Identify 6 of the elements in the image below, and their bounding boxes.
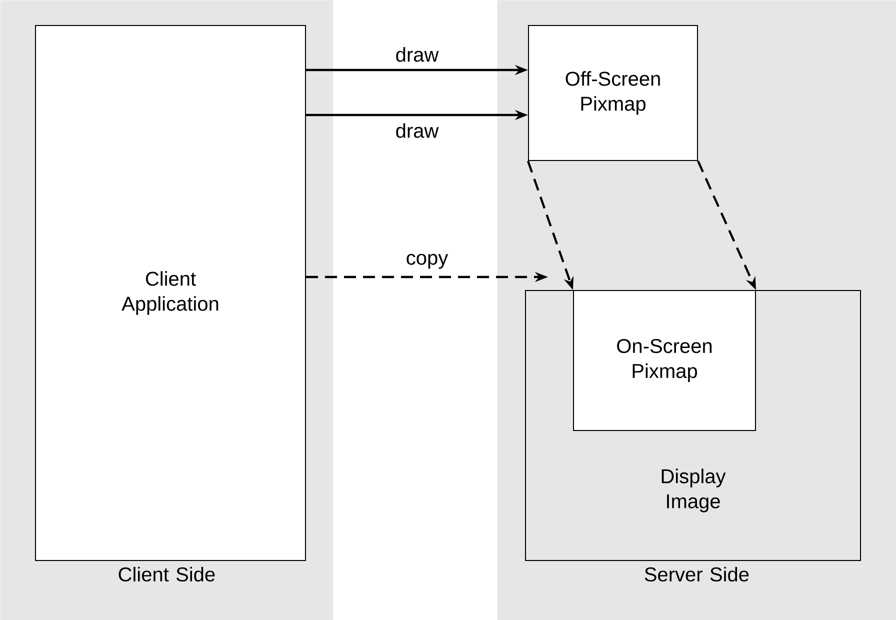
edge-label: copy [404, 252, 450, 271]
pixmap-box: On-Screen Pixmap [573, 290, 756, 431]
application-box: Client Application [35, 25, 306, 561]
edge-label: draw [393, 121, 441, 140]
pixmap-box: Off-Screen Pixmap [528, 25, 698, 161]
edge-label: draw [393, 45, 441, 64]
